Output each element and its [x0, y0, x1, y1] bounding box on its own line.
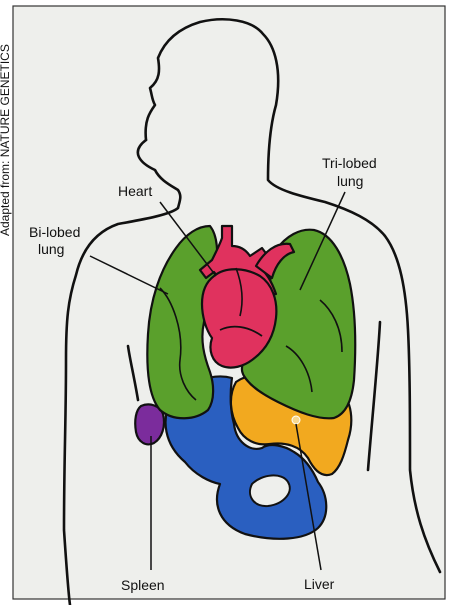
label-liver: Liver: [304, 576, 335, 592]
label-bi-lobed-line2: lung: [38, 241, 64, 257]
label-spleen: Spleen: [121, 577, 165, 593]
label-tri-lobed-line2: lung: [337, 173, 363, 189]
label-heart: Heart: [118, 183, 152, 199]
liver-spot: [292, 416, 300, 424]
label-bi-lobed-line1: Bi-lobed: [29, 224, 80, 240]
credit-text: Adapted from: NATURE GENETICS: [0, 44, 12, 236]
label-tri-lobed-line1: Tri-lobed: [322, 155, 377, 171]
